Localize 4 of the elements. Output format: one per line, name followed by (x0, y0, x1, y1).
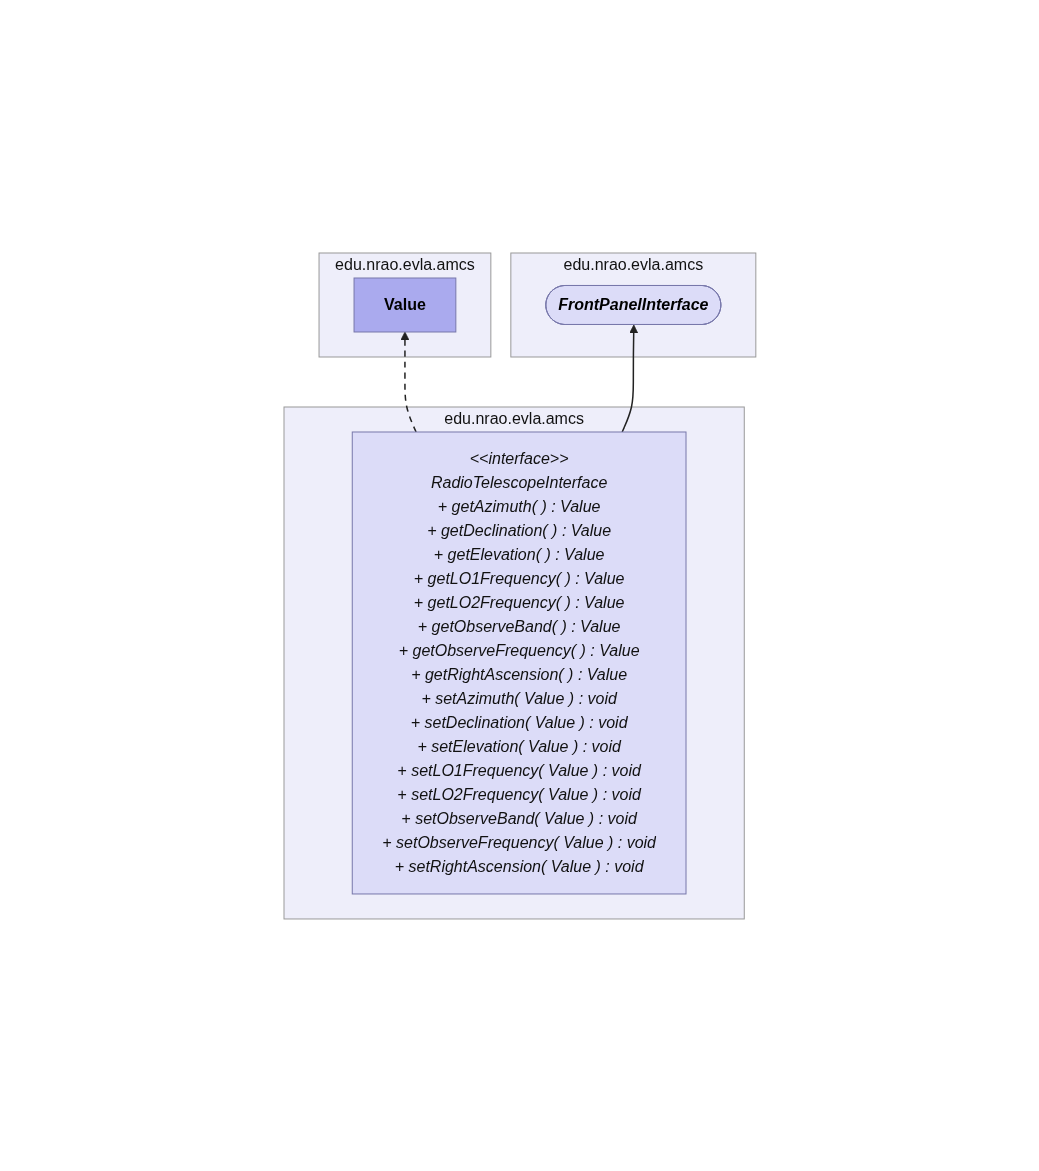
node-box: Value (353, 277, 456, 332)
arrow (621, 324, 638, 433)
node-box: <<interface>> RadioTelescopeInterface + getAzimuth( ) : Value + getDeclination( ) : Value + getElevation( ) : Value + getLO1Frequency( ) : Value + getLO2Frequency( ) : Value + getObserveBand( ) : Value + getObserveFrequency( ) : Value + getRightAscension( ) : Value + setAzimuth( Value ) : void + setDeclination( Value ) : void + setElevation( Value ) : void + setLO1Frequency( Value ) : void + setLO2Frequency( Value ) : void + setObserveBand( Value ) : void + setObserveFrequency( Value ) : void + setRightAscension( Value ) : void (351, 431, 687, 894)
arrow (400, 331, 417, 433)
